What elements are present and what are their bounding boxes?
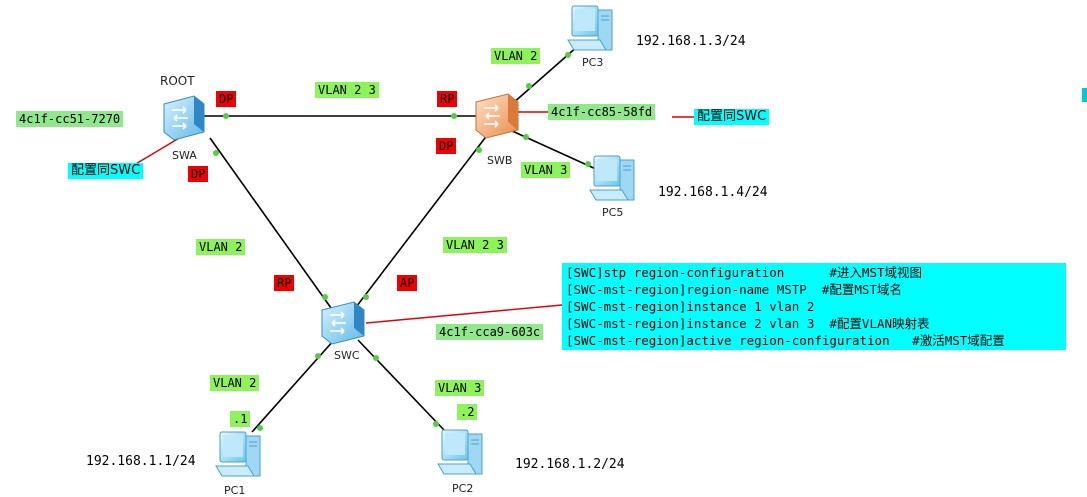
mac-tag-swb: 4c1f-cc85-58fd — [548, 104, 656, 120]
link-swa-swc — [209, 137, 337, 316]
config-line: [SWC-mst-region]region-name MSTP #配置MST域… — [566, 282, 902, 297]
port-role-swc-swa: RP — [274, 275, 295, 291]
edge-marker — [1082, 88, 1087, 102]
vlan-tag-pc3: VLAN 2 — [491, 48, 541, 64]
config-line: [SWC-mst-region]active region-configurat… — [566, 333, 1005, 348]
port-dot — [363, 294, 369, 300]
note-swa: 配置同SWC — [68, 163, 144, 179]
ip-pc3: 192.168.1.3/24 — [636, 34, 746, 49]
swb-label: SWB — [487, 154, 513, 167]
port-dot — [433, 421, 439, 427]
port-dot — [585, 161, 591, 167]
switch-swb-icon[interactable] — [475, 93, 519, 139]
vlan-tag-pc5: VLAN 3 — [521, 162, 571, 178]
config-line: [SWC-mst-region]instance 1 vlan 2 — [566, 299, 815, 314]
note-swb: 配置同SWC — [694, 109, 770, 125]
pc2-label: PC2 — [452, 482, 474, 495]
ip-pc5: 192.168.1.4/24 — [658, 185, 768, 200]
pc2-icon[interactable] — [437, 429, 483, 475]
swc-config-block: [SWC]stp region-configuration #进入MST域视图 … — [562, 263, 1066, 350]
port-role-swc-swb: AP — [397, 275, 418, 291]
port-dot — [526, 83, 532, 89]
port-dot — [476, 147, 482, 153]
switch-swc-icon[interactable] — [321, 301, 365, 345]
vlan-tag-pc2: VLAN 3 — [435, 380, 485, 396]
link-swc-pc2 — [357, 339, 445, 431]
link-swb-swc — [349, 133, 489, 316]
config-line: [SWC-mst-region]instance 2 vlan 3 #配置VLA… — [566, 316, 930, 331]
port-dot — [223, 113, 229, 119]
swa-label: SWA — [172, 149, 197, 162]
port-dot — [523, 134, 529, 140]
ip-pc1: 192.168.1.1/24 — [86, 454, 196, 469]
link-lines — [202, 45, 599, 433]
pc5-icon[interactable] — [589, 155, 635, 201]
vlan-tag-pc1: VLAN 2 — [210, 375, 260, 391]
port-dot — [565, 52, 571, 58]
pc3-icon[interactable] — [567, 5, 613, 51]
port-dot — [373, 355, 379, 361]
switch-swa-icon[interactable] — [163, 95, 205, 141]
config-line: [SWC]stp region-configuration #进入MST域视图 — [566, 265, 922, 280]
port-dot — [257, 425, 263, 431]
port-dot — [451, 113, 457, 119]
port-role-swa-swb: DP — [216, 91, 237, 107]
annotation-line-swc — [365, 304, 563, 324]
vlan-tag-swa-swb: VLAN 2 3 — [315, 82, 379, 98]
port-role-swb-swa: RP — [437, 91, 458, 107]
ip-suffix-pc2: .2 — [457, 404, 478, 420]
pc1-label: PC1 — [224, 484, 246, 497]
port-role-swb-swc: DP — [436, 138, 457, 154]
vlan-tag-swb-swc: VLAN 2 3 — [443, 237, 507, 253]
port-dot — [213, 150, 219, 156]
ip-pc2: 192.168.1.2/24 — [515, 457, 625, 472]
mac-tag-swa: 4c1f-cc51-7270 — [16, 111, 124, 127]
swc-label: SWC — [334, 349, 360, 362]
mac-tag-swc: 4c1f-cca9-603c — [436, 324, 544, 340]
link-swc-pc1 — [251, 339, 335, 433]
port-dot — [315, 353, 321, 359]
pc1-icon[interactable] — [215, 431, 261, 477]
port-role-swa-swc: DP — [188, 166, 209, 182]
port-dot — [322, 294, 328, 300]
root-label: ROOT — [160, 74, 195, 88]
ip-suffix-pc1: .1 — [230, 411, 251, 427]
port-dots — [213, 52, 591, 431]
vlan-tag-swa-swc: VLAN 2 — [196, 239, 246, 255]
pc3-label: PC3 — [582, 56, 604, 69]
pc5-label: PC5 — [602, 206, 624, 219]
